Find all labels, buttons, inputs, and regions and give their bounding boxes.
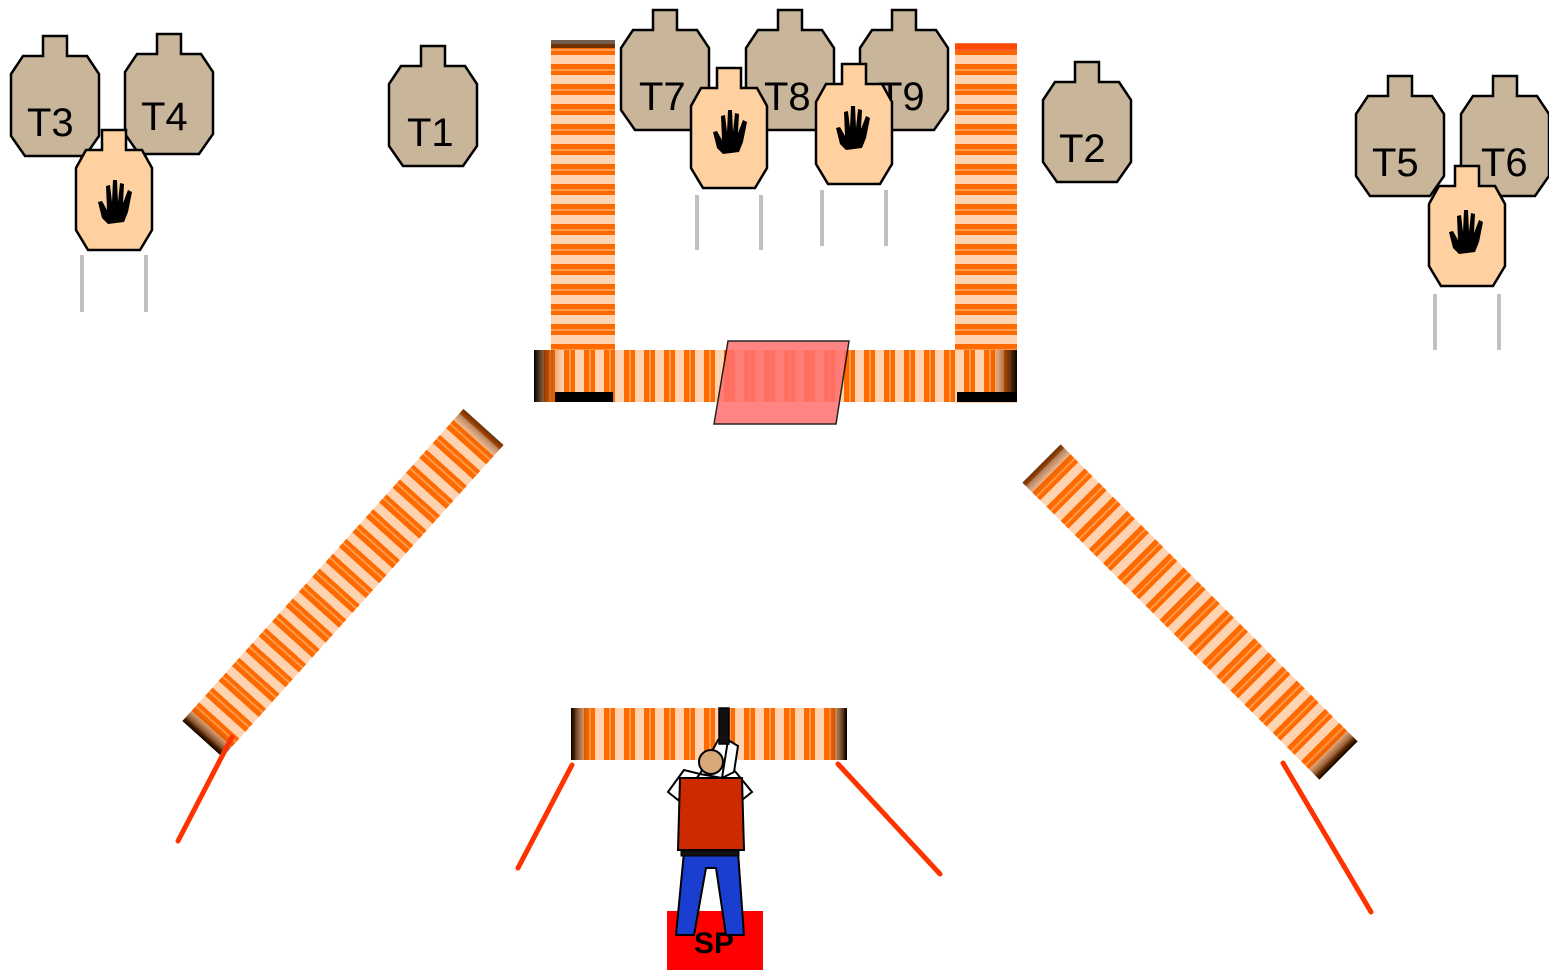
target-label-t4: T4 — [141, 95, 188, 139]
target-label-t3: T3 — [27, 101, 74, 145]
fault-line-left — [175, 734, 235, 844]
fault-line-right — [1280, 760, 1374, 915]
target-t1: T1 — [387, 44, 479, 168]
target-t5: T5 — [1354, 74, 1446, 198]
target-t4: T4 — [123, 32, 215, 156]
target-label-t8: T8 — [764, 75, 811, 119]
barrier-diagonal-right — [1022, 444, 1358, 780]
barrier-right-wall — [955, 43, 1017, 403]
shooting-port — [713, 340, 850, 425]
target-stands — [80, 190, 1501, 350]
fault-lines — [175, 734, 1374, 915]
target-t3: T3 — [9, 34, 101, 158]
target-t8: T8 — [744, 8, 836, 132]
target-t2: T2 — [1041, 60, 1133, 184]
fault-line-center-right — [835, 761, 943, 877]
shooter-figure-icon — [666, 707, 754, 936]
barrier-diagonal-left — [182, 408, 504, 758]
target-label-t1: T1 — [407, 111, 454, 155]
target-label-t2: T2 — [1059, 127, 1106, 171]
target-t7: T7 — [619, 8, 711, 132]
fault-line-center-left — [515, 762, 575, 871]
barrier-left-wall — [551, 40, 615, 400]
target-label-t5: T5 — [1372, 141, 1419, 185]
target-label-t6: T6 — [1481, 141, 1528, 185]
target-label-t7: T7 — [639, 75, 686, 119]
target-t6: T6 — [1459, 74, 1549, 198]
